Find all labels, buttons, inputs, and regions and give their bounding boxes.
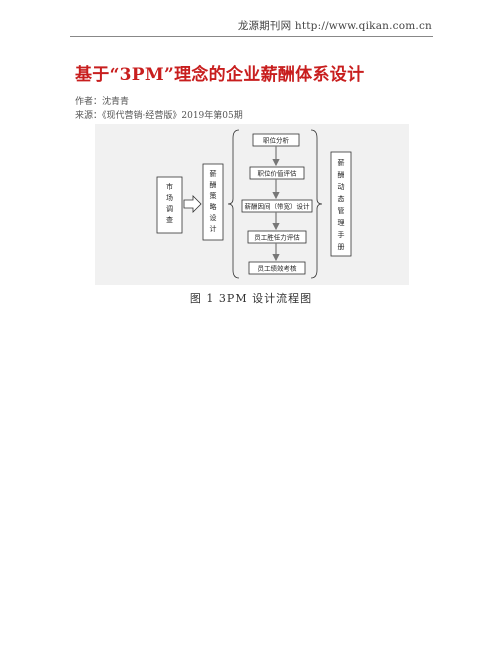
article-author: 作者：沈青青	[75, 97, 130, 107]
article-source: 来源：《现代营销·经营版》2019年第05期	[75, 111, 243, 121]
article-title: 基于“3PM”理念的企业薪酬体系设计	[75, 65, 365, 85]
compensation-handbook-label: 薪 酬 动 态 管 理 手 册	[338, 158, 345, 251]
strategy-char: 策	[210, 191, 217, 200]
handbook-char: 动	[338, 182, 345, 191]
step-box-job-evaluation	[249, 166, 305, 180]
step-label-job-evaluation: 职位价值评估	[258, 169, 298, 178]
step-box-competency	[247, 230, 307, 244]
strategy-char: 设	[210, 213, 217, 222]
market-survey-char: 调	[166, 204, 173, 213]
step-label-salary-band: 薪酬因间（带宽）设计	[245, 202, 311, 211]
handbook-char: 薪	[338, 158, 345, 167]
strategy-char: 薪	[210, 169, 217, 178]
handbook-char: 酬	[338, 170, 345, 179]
strategy-char: 计	[210, 224, 217, 233]
step-label-performance: 员工绩效考核	[258, 264, 298, 273]
handbook-char: 管	[338, 206, 345, 215]
strategy-char: 略	[210, 202, 217, 211]
compensation-strategy-box	[202, 163, 224, 241]
step-box-performance	[248, 261, 306, 275]
strategy-char: 酬	[210, 180, 217, 189]
handbook-char: 手	[338, 230, 345, 239]
market-survey-char: 场	[166, 193, 173, 202]
figure-caption: 图 1 3PM 设计流程图	[189, 292, 313, 305]
compensation-handbook-box	[330, 151, 352, 257]
handbook-char: 理	[338, 219, 345, 227]
market-survey-char: 市	[166, 182, 173, 191]
market-survey-box	[156, 176, 183, 234]
handbook-char: 册	[338, 243, 345, 251]
left-brace	[227, 129, 240, 279]
market-survey-char: 查	[166, 215, 173, 224]
flowchart-diagram: 市 场 调 查 薪 酬 策 略 设 计 职位分析 职位价值评估 薪酬因间（带宽）	[156, 129, 352, 279]
flowchart-figure: 市 场 调 查 薪 酬 策 略 设 计 职位分析 职位价值评估 薪酬因间（带宽）	[95, 124, 409, 285]
right-brace	[310, 129, 323, 279]
market-survey-label: 市 场 调 查	[166, 182, 173, 224]
step-label-job-analysis: 职位分析	[263, 136, 290, 145]
hollow-arrow-icon	[183, 195, 202, 213]
handbook-char: 态	[338, 194, 345, 203]
journal-source-header: 龙源期刊网 http://www.qikan.com.cn	[237, 20, 432, 32]
step-label-competency: 员工胜任力评估	[254, 233, 300, 242]
header-divider	[70, 36, 433, 37]
compensation-strategy-label: 薪 酬 策 略 设 计	[210, 169, 217, 233]
step-box-salary-band	[241, 199, 313, 213]
